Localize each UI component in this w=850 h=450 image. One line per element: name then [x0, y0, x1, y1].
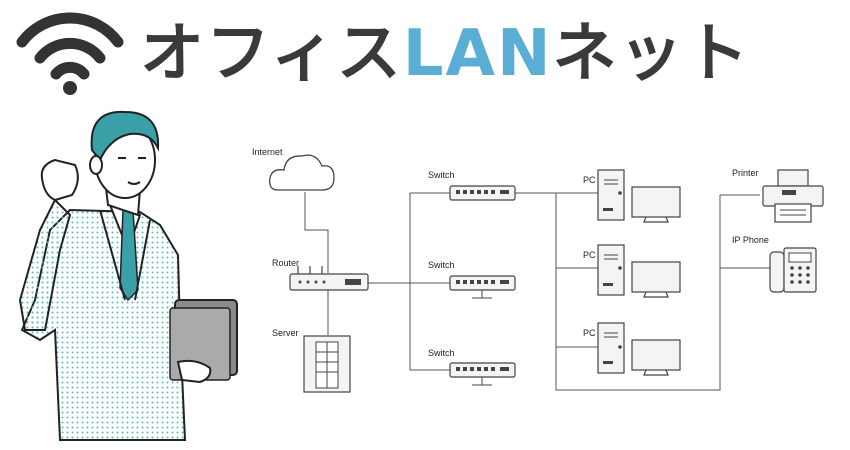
connection-lines: [304, 192, 770, 391]
title-part-3: ネット: [552, 17, 751, 91]
label-switch-3: Switch: [428, 348, 455, 358]
label-internet: Internet: [252, 147, 283, 157]
pc-tower-icon: [597, 244, 625, 296]
title-part-lan: LAN: [402, 17, 553, 91]
label-server: Server: [272, 328, 299, 338]
label-pc-1: PC: [583, 175, 596, 185]
switch-icon: [449, 185, 516, 201]
page-title: オフィスLANネット: [140, 14, 751, 94]
monitor-icon: [631, 261, 681, 298]
label-switch-2: Switch: [428, 260, 455, 270]
monitor-icon: [631, 339, 681, 376]
label-ip-phone: IP Phone: [732, 235, 769, 245]
label-switch-1: Switch: [428, 170, 455, 180]
businessman-illustration: [18, 110, 238, 441]
pc-tower-icon: [597, 169, 625, 221]
cloud-icon: [269, 154, 335, 191]
switch-icon: [449, 275, 516, 299]
printer-icon: [762, 169, 824, 223]
server-building-icon: [303, 335, 351, 393]
pc-tower-icon: [597, 322, 625, 374]
wifi-icon: [16, 12, 124, 95]
label-printer: Printer: [732, 168, 759, 178]
title-part-1: オフィス: [140, 17, 403, 91]
monitor-icon: [631, 186, 681, 223]
label-pc-3: PC: [583, 328, 596, 338]
label-router: Router: [272, 258, 299, 268]
router-icon: [289, 266, 369, 291]
ip-phone-icon: [769, 247, 817, 293]
header: オフィスLANネット: [0, 0, 850, 110]
switch-icon: [449, 362, 516, 386]
label-pc-2: PC: [583, 250, 596, 260]
